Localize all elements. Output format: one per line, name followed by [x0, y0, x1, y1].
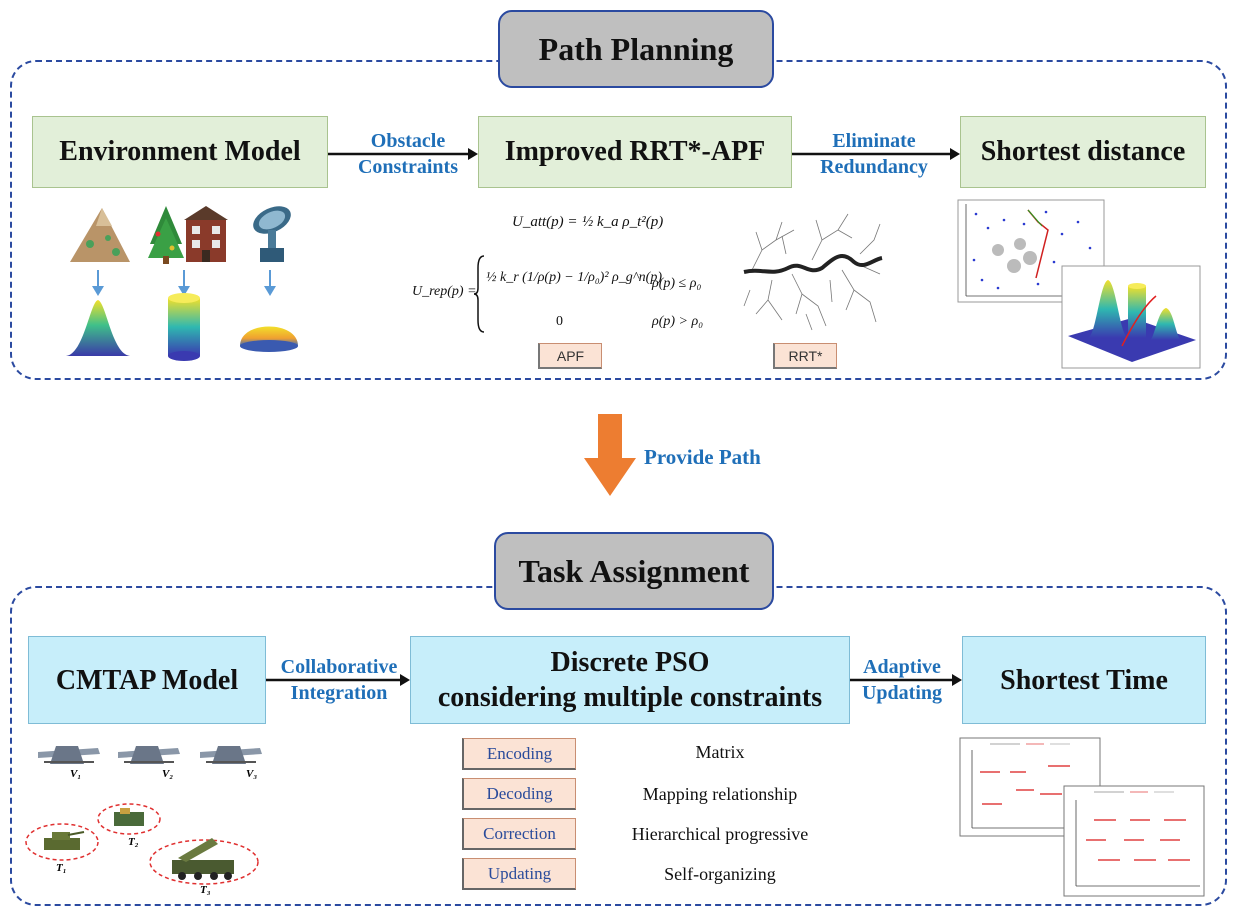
path-planning-title: Path Planning: [498, 10, 774, 88]
uav-icon-3: [200, 746, 262, 764]
peak-shape-icon: [66, 300, 130, 356]
cmtap-model-box: CMTAP Model: [28, 636, 266, 724]
step-encoding: Encoding: [462, 738, 576, 770]
arrow-collaborative: [266, 674, 410, 686]
rep-cond2: ρ(p) > ρ₀: [652, 314, 704, 329]
shortest-time-box: Shortest Time: [962, 636, 1206, 724]
uav-label-3: V₃: [246, 768, 258, 780]
step-updating: Updating: [462, 858, 576, 890]
pso-title-line2: considering multiple constraints: [437, 682, 823, 713]
rep-cond1: ρ(p) ≤ ρ₀: [652, 276, 702, 291]
dome-shape-icon: [240, 326, 298, 352]
target-icon-2: [97, 803, 161, 835]
rrt-apf-box: Improved RRT*-APF: [478, 116, 792, 188]
down-arrow-1: [92, 270, 104, 296]
down-arrow-2: [178, 270, 190, 296]
obstacle-constraints-label: Obstacle Constraints: [357, 130, 458, 178]
rep-eq-lhs: U_rep(p) =: [412, 284, 477, 299]
rep-case1: ½ k_r (1/ρ(p) − 1/ρ₀)² ρ_g^n(p): [486, 270, 662, 285]
pso-box: Discrete PSO considering multiple constr…: [410, 636, 850, 724]
tree-icon: [148, 206, 184, 264]
uav-label-2: V₂: [162, 768, 174, 780]
step-correction: Correction: [462, 818, 576, 850]
distance-plot-3d: [1061, 265, 1201, 369]
rrt-tree-figure: [743, 213, 883, 331]
step-correction-desc: Hierarchical progressive: [631, 824, 809, 844]
provide-path-arrow: [584, 414, 636, 496]
shortest-distance-box: Shortest distance: [960, 116, 1206, 188]
mountain-icon: [70, 208, 130, 262]
att-eq-rhs: ½ k_a ρ_t²(p): [582, 214, 664, 230]
target-label-3: T₃: [200, 884, 211, 896]
target-label-2: T₂: [128, 836, 139, 848]
apf-tag: APF: [538, 343, 602, 369]
uav-icon-1: [38, 746, 100, 764]
rep-brace: [473, 255, 485, 333]
step-decoding-desc: Mapping relationship: [642, 784, 798, 804]
uav-icon-2: [118, 746, 180, 764]
step-encoding-desc: Matrix: [695, 742, 745, 762]
arrow-adaptive: [850, 674, 962, 686]
pso-title-line1: Discrete PSO: [550, 647, 710, 678]
collaborative-integration-label: Collaborative Integration: [280, 656, 398, 704]
time-chart-2: [1063, 785, 1205, 897]
distance-plot-2d: [957, 199, 1105, 303]
target-icon-3: [149, 838, 259, 885]
att-eq-lhs: U_att(p) =: [512, 214, 578, 230]
radar-icon: [253, 206, 291, 262]
rep-case2: 0: [556, 314, 563, 329]
target-icon-1: [25, 823, 99, 861]
environment-model-box: Environment Model: [32, 116, 328, 188]
provide-path-label: Provide Path: [644, 445, 761, 469]
rrt-tag: RRT*: [773, 343, 837, 369]
arrow-eliminate: [792, 148, 960, 160]
cylinder-shape-icon: [168, 293, 200, 361]
task-assignment-title: Task Assignment: [494, 532, 774, 610]
step-updating-desc: Self-organizing: [664, 864, 776, 884]
step-decoding: Decoding: [462, 778, 576, 810]
arrow-obstacle: [328, 148, 478, 160]
building-icon: [184, 206, 228, 262]
target-label-1: T₁: [56, 862, 67, 874]
eliminate-redundancy-label: Eliminate Redundancy: [820, 130, 928, 178]
down-arrow-3: [264, 270, 276, 296]
adaptive-updating-label: Adaptive Updating: [861, 656, 943, 704]
uav-label-1: V₁: [70, 768, 82, 780]
